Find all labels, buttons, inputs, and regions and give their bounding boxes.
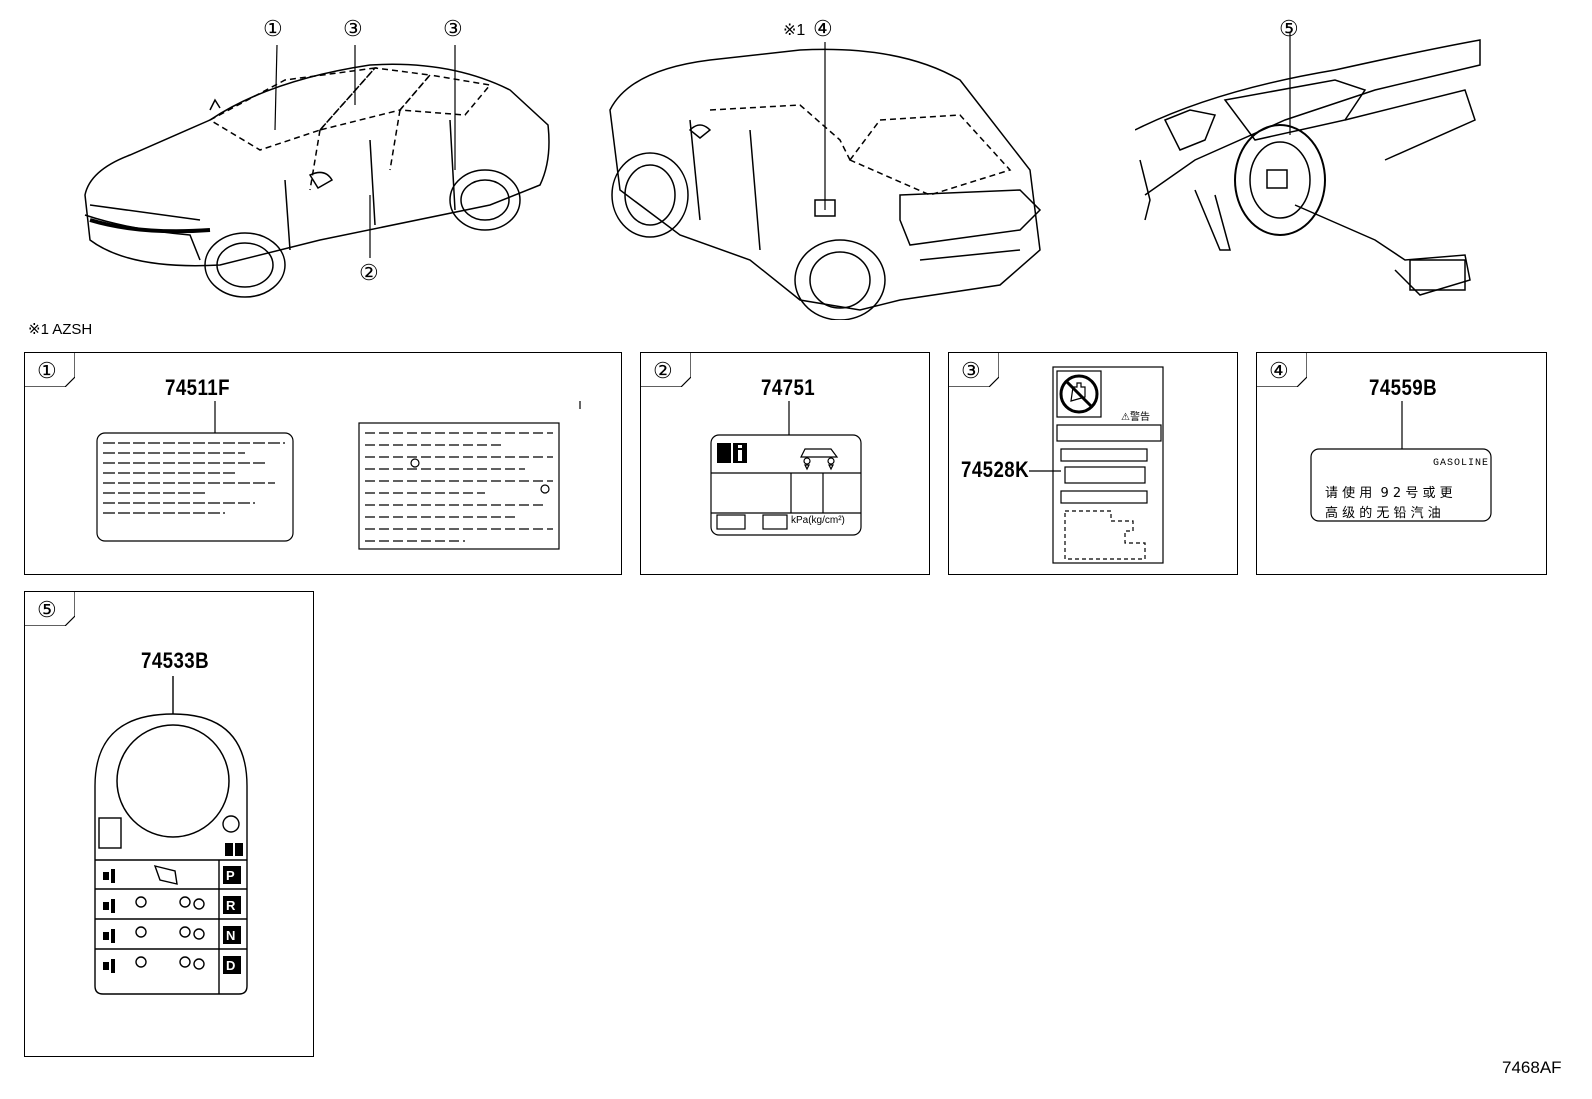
gear-d: D <box>226 958 236 973</box>
label-74511f-drawing <box>96 401 581 550</box>
rear-car-illustration <box>609 42 1042 320</box>
panel-1-number: ① <box>37 358 57 383</box>
panel-3-number: ③ <box>961 358 981 383</box>
panel-3-tab <box>949 353 999 387</box>
front-car-illustration <box>84 44 550 298</box>
panel-2-tab <box>641 353 691 387</box>
footnote-azsh: ※1 AZSH <box>28 321 93 338</box>
gear-n: N <box>226 928 236 943</box>
panel-4-number: ④ <box>1269 358 1289 383</box>
warning-label-drawing <box>1029 366 1164 564</box>
note-marker-top: ※1 <box>783 22 806 39</box>
diagram-code: 7468AF <box>1502 1058 1562 1077</box>
fuel-label-english: GASOLINE <box>1433 458 1490 469</box>
callout-3b-top: ③ <box>443 16 463 41</box>
fuel-label-line-2: 高 级 的 无 铅 汽 油 <box>1325 506 1441 521</box>
tire-label-drawing <box>710 401 862 536</box>
shift-knob-label-drawing <box>94 676 248 995</box>
panel-4-part-number: 74559B <box>1369 375 1438 400</box>
interior-illustration <box>1135 32 1481 296</box>
panel-5-tab <box>25 592 75 626</box>
panel-5: ⑤ 74533B <box>24 591 314 1057</box>
panel-2-part-number: 74751 <box>761 375 816 400</box>
callout-2-top: ② <box>359 260 379 285</box>
callout-5-top: ⑤ <box>1279 16 1299 41</box>
panel-5-part-number: 74533B <box>141 648 210 673</box>
fuel-label-line-1: 请 使 用 9 2 号 或 更 <box>1325 486 1453 501</box>
panel-2-number: ② <box>653 358 673 383</box>
panel-3: ③ 74528K ⚠警告 <box>948 352 1238 575</box>
pressure-unit-label: kPa(kg/cm²) <box>791 515 845 526</box>
panel-1-part-number: 74511F <box>165 375 230 400</box>
warning-text: ⚠警告 <box>1121 412 1150 423</box>
panel-4-tab <box>1257 353 1307 387</box>
panel-1-tab <box>25 353 75 387</box>
callout-4-top: ④ <box>813 16 833 41</box>
gear-p: P <box>226 868 235 883</box>
panel-5-number: ⑤ <box>37 597 57 622</box>
panel-4: ④ 74559B GASOLINE 请 使 用 9 2 号 或 更 高 级 的 … <box>1256 352 1547 575</box>
callout-3a-top: ③ <box>343 16 363 41</box>
panel-3-part-number: 74528K <box>961 457 1030 482</box>
callout-1-top: ① <box>263 16 283 41</box>
fuel-label-drawing <box>1310 401 1492 522</box>
gear-r: R <box>226 898 236 913</box>
panel-1: ① 74511F <box>24 352 622 575</box>
panel-2: ② 74751 kPa(kg/cm²) <box>640 352 930 575</box>
